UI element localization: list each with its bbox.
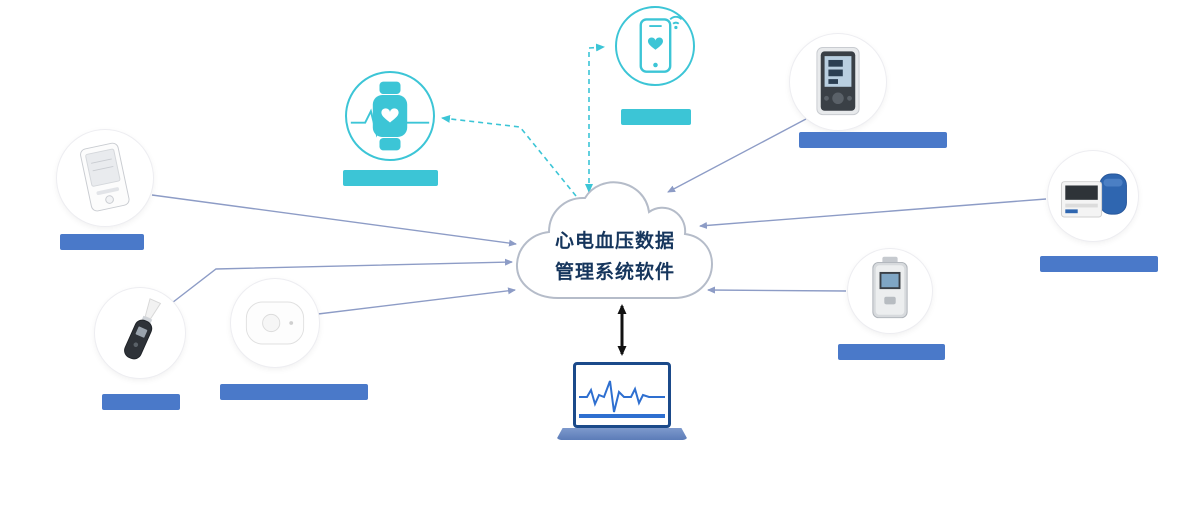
smartphone-icon bbox=[639, 15, 683, 73]
laptop-ecg-waveform bbox=[579, 380, 665, 418]
connector-holter-to-cloud bbox=[707, 286, 847, 294]
connector-ear-device-to-cloud bbox=[167, 258, 513, 307]
connector-bp-cuff-to-cloud bbox=[699, 198, 1047, 229]
laptop-base bbox=[556, 428, 688, 440]
smartphone-node bbox=[615, 6, 695, 86]
bp-cuff-device-label-bar bbox=[1040, 256, 1158, 272]
holter-label-bar bbox=[838, 344, 945, 360]
ecg-recorder-node bbox=[57, 130, 153, 226]
smartwatch-node bbox=[345, 71, 435, 161]
connector-ecg-recorder-to-cloud bbox=[151, 194, 517, 247]
cloud-shape bbox=[515, 181, 714, 299]
cloud-title-line2: 管理系统软件 bbox=[554, 261, 675, 283]
connector-cloud-to-smartwatch-dashed bbox=[441, 114, 577, 197]
ecg-recorder-label-bar bbox=[60, 234, 144, 250]
bp-cuff-device-image bbox=[1060, 173, 1127, 218]
holter-node bbox=[848, 249, 932, 333]
laptop-screen bbox=[573, 362, 671, 428]
connector-patch-to-cloud bbox=[317, 287, 516, 315]
bp-cuff-device-node bbox=[1048, 151, 1138, 241]
cloud-title: 心电血压数据 管理系统软件 bbox=[520, 226, 710, 288]
smartwatch-label-bar bbox=[343, 170, 438, 186]
holter-image bbox=[872, 256, 908, 319]
patch-device-image bbox=[245, 301, 305, 345]
ear-device-label-bar bbox=[102, 394, 180, 410]
bp-monitor-node bbox=[790, 34, 886, 130]
ear-device-image bbox=[124, 298, 162, 360]
patch-device-node bbox=[231, 279, 319, 367]
ear-device-node bbox=[95, 288, 185, 378]
patch-device-label-bar bbox=[220, 384, 368, 400]
smartphone-label-bar bbox=[621, 109, 691, 125]
connector-bp-monitor-to-cloud bbox=[667, 118, 807, 193]
smartwatch-icon bbox=[350, 81, 430, 151]
bp-monitor-image bbox=[816, 47, 860, 116]
connector-cloud-to-phone-dashed bbox=[585, 43, 605, 193]
bp-monitor-label-bar bbox=[799, 132, 947, 148]
cloud-title-line1: 心电血压数据 bbox=[554, 230, 675, 252]
ecg-recorder-image bbox=[80, 142, 130, 212]
